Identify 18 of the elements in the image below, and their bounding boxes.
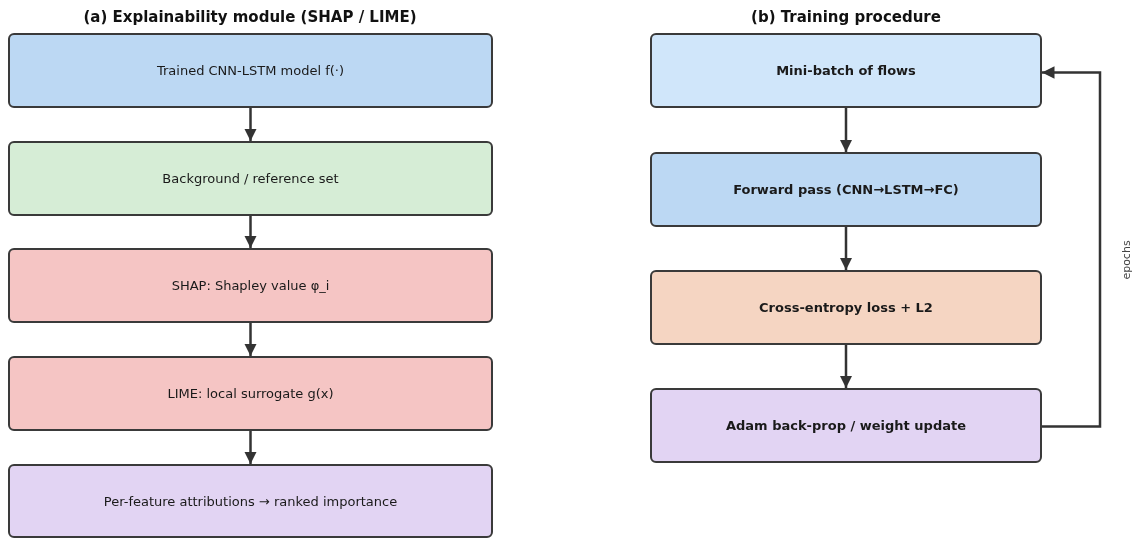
- arrow: [244, 323, 257, 356]
- arrow: [244, 108, 257, 141]
- process-box: Trained CNN-LSTM model f(·): [8, 33, 493, 108]
- arrow: [244, 216, 257, 248]
- process-box: LIME: local surrogate g(x): [8, 356, 493, 431]
- arrow: [1042, 66, 1102, 428]
- process-box: Adam back-prop / weight update: [650, 388, 1042, 463]
- process-box: Background / reference set: [8, 141, 493, 216]
- process-box: SHAP: Shapley value φ_i: [8, 248, 493, 323]
- process-box: Mini-batch of flows: [650, 33, 1042, 108]
- arrow: [839, 227, 853, 270]
- arrow: [244, 431, 257, 464]
- arrow: [839, 345, 853, 388]
- process-box: Forward pass (CNN→LSTM→FC): [650, 152, 1042, 227]
- arrow: [839, 108, 853, 152]
- process-box: Cross-entropy loss + L2: [650, 270, 1042, 345]
- edge-label: epochs: [1119, 239, 1133, 280]
- process-box: Per-feature attributions → ranked importance: [8, 464, 493, 538]
